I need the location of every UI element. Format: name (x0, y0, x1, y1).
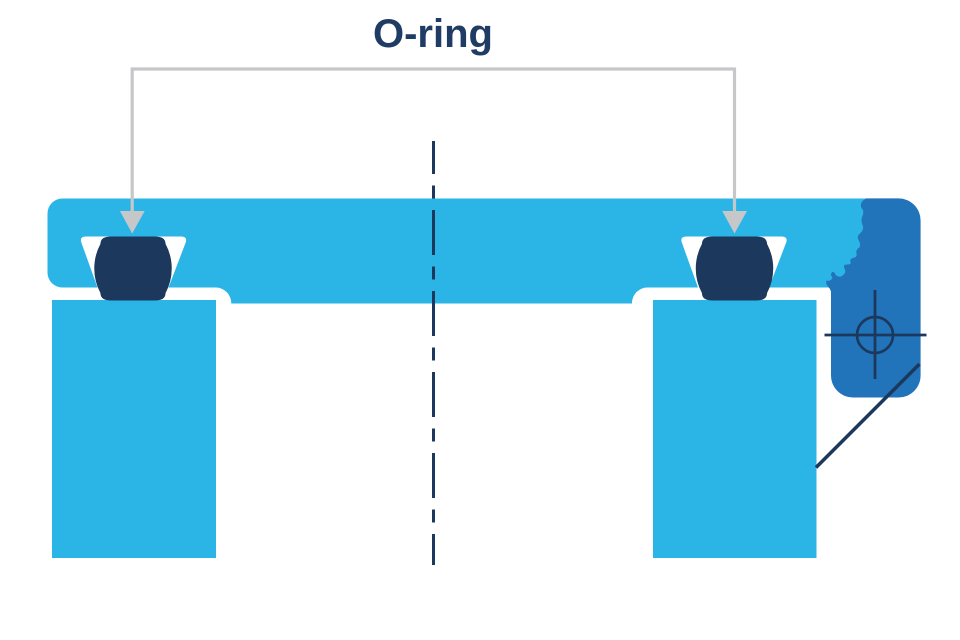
svg-text:O-ring: O-ring (373, 12, 493, 56)
